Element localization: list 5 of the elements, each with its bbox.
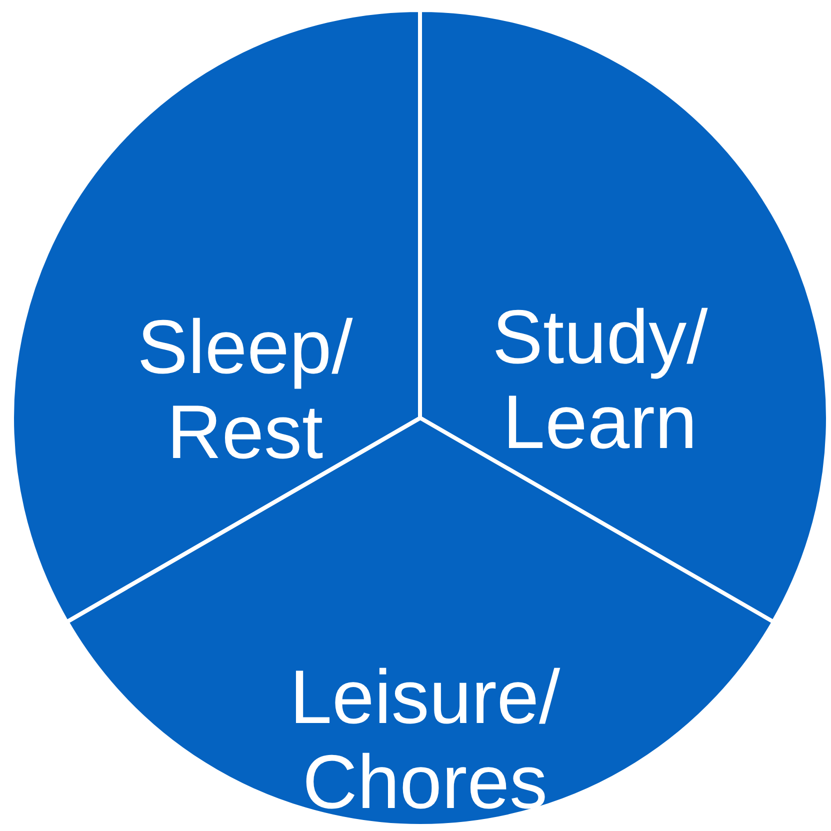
pie-sector [12, 10, 420, 622]
sector-label: Sleep/ Rest [136, 305, 354, 476]
sector-label: Study/ Learn [491, 295, 709, 466]
pie-sector [420, 10, 828, 622]
sector-label: Leisure/ Chores [288, 655, 562, 826]
